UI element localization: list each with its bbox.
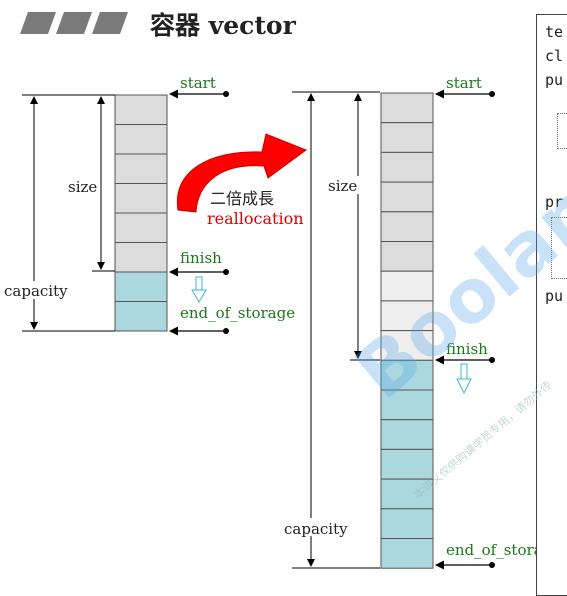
left-size-dimension: size [68,94,115,272]
memory-cell [380,300,434,332]
page-title: 容器 vector [150,11,296,40]
right-finish-pointer: finish [435,340,495,365]
right-capacity-dimension: capacity [284,91,380,569]
right-end-pointer: end_of_storage [435,541,561,570]
memory-cell [114,212,168,243]
memory-cell [380,419,434,450]
code-line: cl [545,47,564,65]
left-capacity-dimension: capacity [4,94,115,332]
left-finish-pointer: finish [169,249,229,277]
code-block-box [551,217,567,279]
memory-cell [380,448,434,480]
right-start-pointer: start [435,74,495,99]
left-vector-cells [114,94,168,332]
title-bars-icon [20,12,128,34]
growth-label: 二倍成長 [210,189,274,208]
memory-cell [380,241,434,272]
code-line: pr [545,193,564,211]
memory-cell [114,301,168,332]
right-down-arrow-icon [456,363,472,395]
left-end-label: end_of_storage [180,304,295,322]
memory-cell [380,270,434,302]
code-line: te [545,23,564,41]
vector-diagram: start finish end_of_storage size capacit… [4,74,561,570]
right-size-label: size [328,177,357,195]
memory-cell [380,538,434,569]
memory-cell [114,271,168,302]
left-capacity-label: capacity [4,282,68,300]
right-finish-label: finish [446,340,488,358]
left-start-pointer: start [169,74,229,99]
reallocation-arrow-icon [176,133,308,213]
memory-cell [380,122,434,153]
right-capacity-label: capacity [284,520,348,538]
code-line: pu [545,71,564,89]
right-size-dimension: size [320,91,380,361]
memory-cell [114,94,168,125]
left-down-arrow-icon [191,276,207,303]
memory-cell [380,359,434,391]
right-start-label: start [446,74,482,92]
right-vector-cells [380,92,434,569]
right-end-label: end_of_storage [446,541,561,559]
memory-cell [380,211,434,243]
code-block-box [557,113,567,149]
memory-cell [380,330,434,361]
memory-cell [380,151,434,183]
left-end-pointer: end_of_storage [169,304,295,336]
memory-cell [380,181,434,213]
memory-cell [114,124,168,155]
memory-cell [114,153,168,184]
reallocation-label: reallocation [207,209,304,228]
code-panel: te cl pu pr pu [536,14,567,596]
memory-cell [380,508,434,539]
left-start-label: start [180,74,216,92]
memory-cell [114,183,168,214]
memory-cell [114,242,168,273]
left-size-label: size [68,178,97,196]
left-finish-label: finish [180,249,222,267]
memory-cell [380,389,434,421]
memory-cell [380,92,434,124]
code-line: pu [545,287,564,305]
